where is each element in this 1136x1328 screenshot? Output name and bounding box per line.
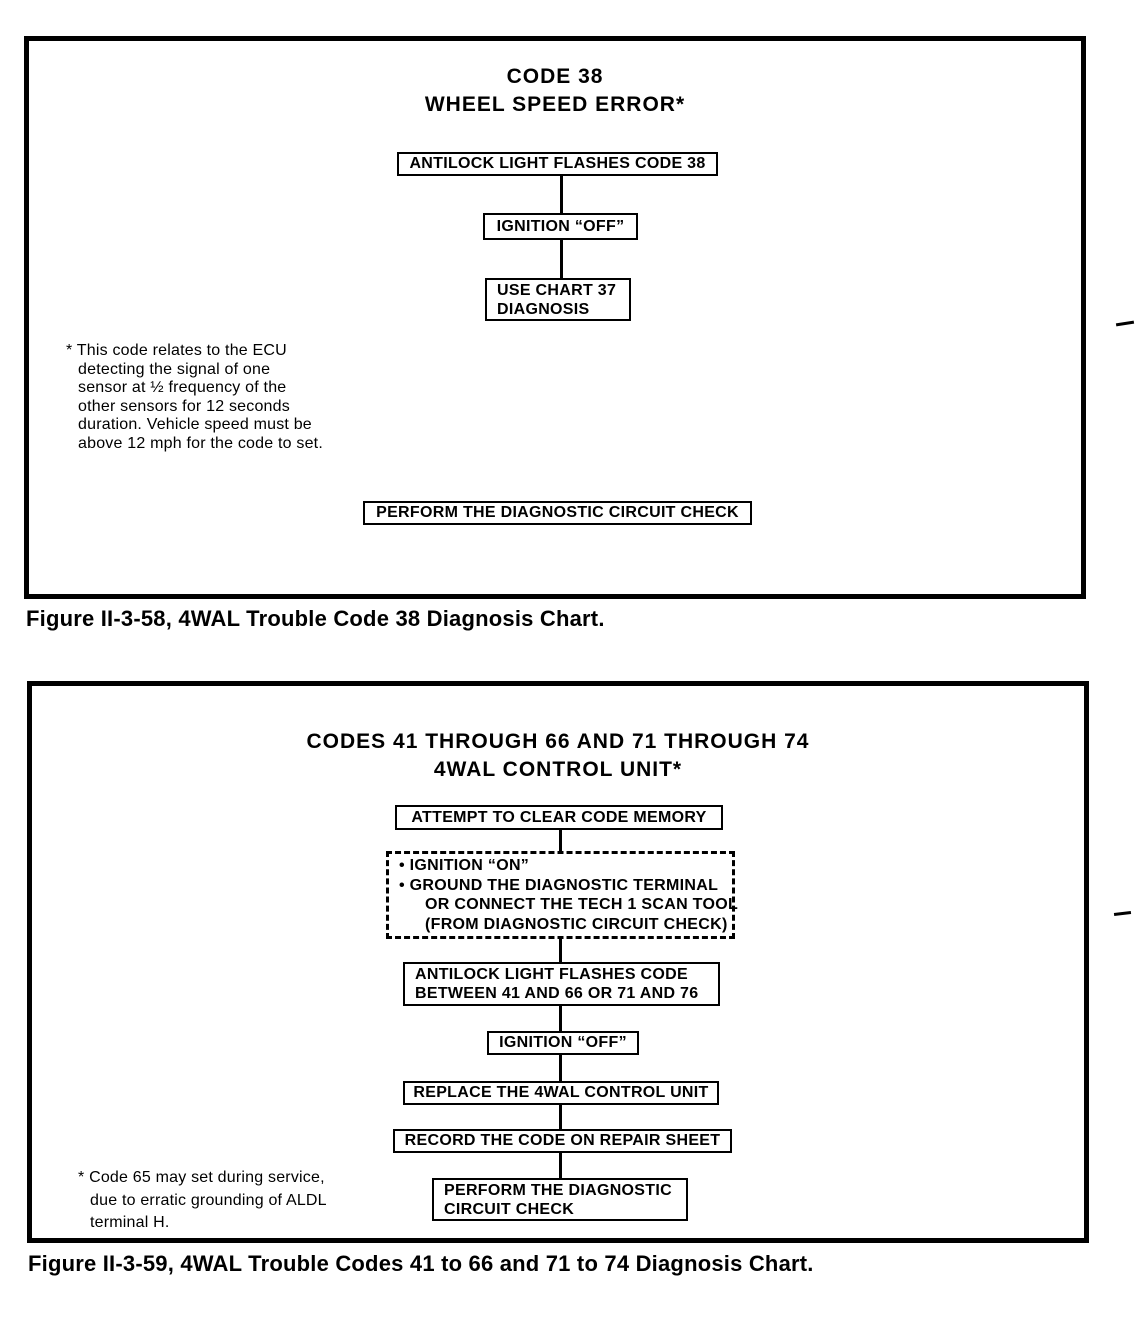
flow-node-label: RECORD THE CODE ON REPAIR SHEET (404, 1132, 721, 1149)
flow-node-label: REPLACE THE 4WAL CONTROL UNIT (413, 1084, 709, 1101)
flow-node-record-code: RECORD THE CODE ON REPAIR SHEET (393, 1129, 732, 1153)
connector-line (559, 830, 562, 852)
figure2-frame: CODES 41 THROUGH 66 AND 71 THROUGH 74 4W… (27, 681, 1089, 1243)
figure1-title: CODE 38 WHEEL SPEED ERROR* (29, 63, 1081, 119)
figure2-title-line2: 4WAL CONTROL UNIT* (433, 758, 683, 781)
flow-node-label: PERFORM THE DIAGNOSTIC CIRCUIT CHECK (376, 504, 739, 521)
flow-node-ignition-off: IGNITION “OFF” (483, 213, 638, 240)
flow-node-perform-diagnostic: PERFORM THE DIAGNOSTIC CIRCUIT CHECK (363, 501, 752, 525)
figure1-title-line1: CODE 38 (506, 65, 604, 88)
flow-node-replace-control-unit: REPLACE THE 4WAL CONTROL UNIT (403, 1081, 719, 1105)
scan-artifact (1115, 320, 1135, 327)
flow-node-prep-dashed: • IGNITION “ON” • GROUND THE DIAGNOSTIC … (386, 851, 739, 939)
flow-node-label: IGNITION “OFF” (496, 217, 625, 235)
flow-node-ignition-off: IGNITION “OFF” (487, 1031, 639, 1055)
flow-node-label: DIAGNOSIS (497, 300, 590, 318)
flow-node-label: CIRCUIT CHECK (444, 1200, 575, 1218)
footnote-line: other sensors for 12 seconds (78, 397, 290, 415)
footnote-line: detecting the signal of one (78, 360, 271, 378)
figure1-caption: Figure II-3-58, 4WAL Trouble Code 38 Dia… (26, 606, 605, 631)
footnote-line: sensor at ½ frequency of the (78, 379, 287, 396)
flow-node-use-chart-37: USE CHART 37 DIAGNOSIS (485, 278, 631, 321)
flow-node-label: BETWEEN 41 AND 66 OR 71 AND 76 (415, 985, 699, 1002)
flow-node-label: (FROM DIAGNOSTIC CIRCUIT CHECK) (425, 915, 728, 933)
flow-node-label: OR CONNECT THE TECH 1 SCAN TOOL (425, 896, 739, 913)
connector-line (559, 938, 562, 963)
figure1-frame: CODE 38 WHEEL SPEED ERROR* ANTILOCK LIGH… (24, 36, 1086, 599)
connector-line (559, 1153, 562, 1178)
figure1-footnote: * This code relates to the ECU detecting… (66, 342, 323, 453)
connector-line (559, 1006, 562, 1031)
connector-line (560, 240, 563, 278)
flow-node-label: ATTEMPT TO CLEAR CODE MEMORY (411, 808, 707, 826)
footnote-line: * This code relates to the ECU (66, 342, 287, 359)
connector-line (559, 1105, 562, 1129)
flow-node-label: IGNITION “OFF” (499, 1034, 627, 1051)
figure2-caption: Figure II-3-59, 4WAL Trouble Codes 41 to… (28, 1251, 814, 1276)
footnote-line: above 12 mph for the code to set. (78, 434, 323, 452)
flow-node-perform-diagnostic: PERFORM THE DIAGNOSTIC CIRCUIT CHECK (432, 1178, 688, 1221)
flow-node-antilock-flashes: ANTILOCK LIGHT FLASHES CODE 38 (397, 152, 718, 176)
figure2-footnote: * Code 65 may set during service, due to… (78, 1167, 327, 1235)
connector-line (560, 176, 563, 213)
footnote-line: * Code 65 may set during service, (78, 1169, 325, 1186)
figure2-title-line1: CODES 41 THROUGH 66 AND 71 THROUGH 74 (306, 730, 810, 753)
flow-node-label: PERFORM THE DIAGNOSTIC (444, 1181, 672, 1199)
flow-node-label: ANTILOCK LIGHT FLASHES CODE 38 (409, 155, 706, 172)
figure2-title: CODES 41 THROUGH 66 AND 71 THROUGH 74 4W… (32, 728, 1084, 784)
flow-node-antilock-flashes-range: ANTILOCK LIGHT FLASHES CODE BETWEEN 41 A… (403, 962, 720, 1006)
flow-node-label: • IGNITION “ON” (399, 857, 530, 874)
flow-node-attempt-clear-memory: ATTEMPT TO CLEAR CODE MEMORY (395, 805, 723, 830)
flow-node-label: • GROUND THE DIAGNOSTIC TERMINAL (399, 876, 719, 894)
figure1-title-line2: WHEEL SPEED ERROR* (424, 93, 686, 116)
connector-line (559, 1055, 562, 1081)
flow-node-label: ANTILOCK LIGHT FLASHES CODE (415, 966, 688, 983)
flow-node-label: USE CHART 37 (497, 281, 617, 299)
scan-artifact (1113, 910, 1132, 917)
footnote-line: due to erratic grounding of ALDL (90, 1191, 327, 1209)
footnote-line: terminal H. (90, 1214, 170, 1231)
footnote-line: duration. Vehicle speed must be (78, 416, 312, 433)
